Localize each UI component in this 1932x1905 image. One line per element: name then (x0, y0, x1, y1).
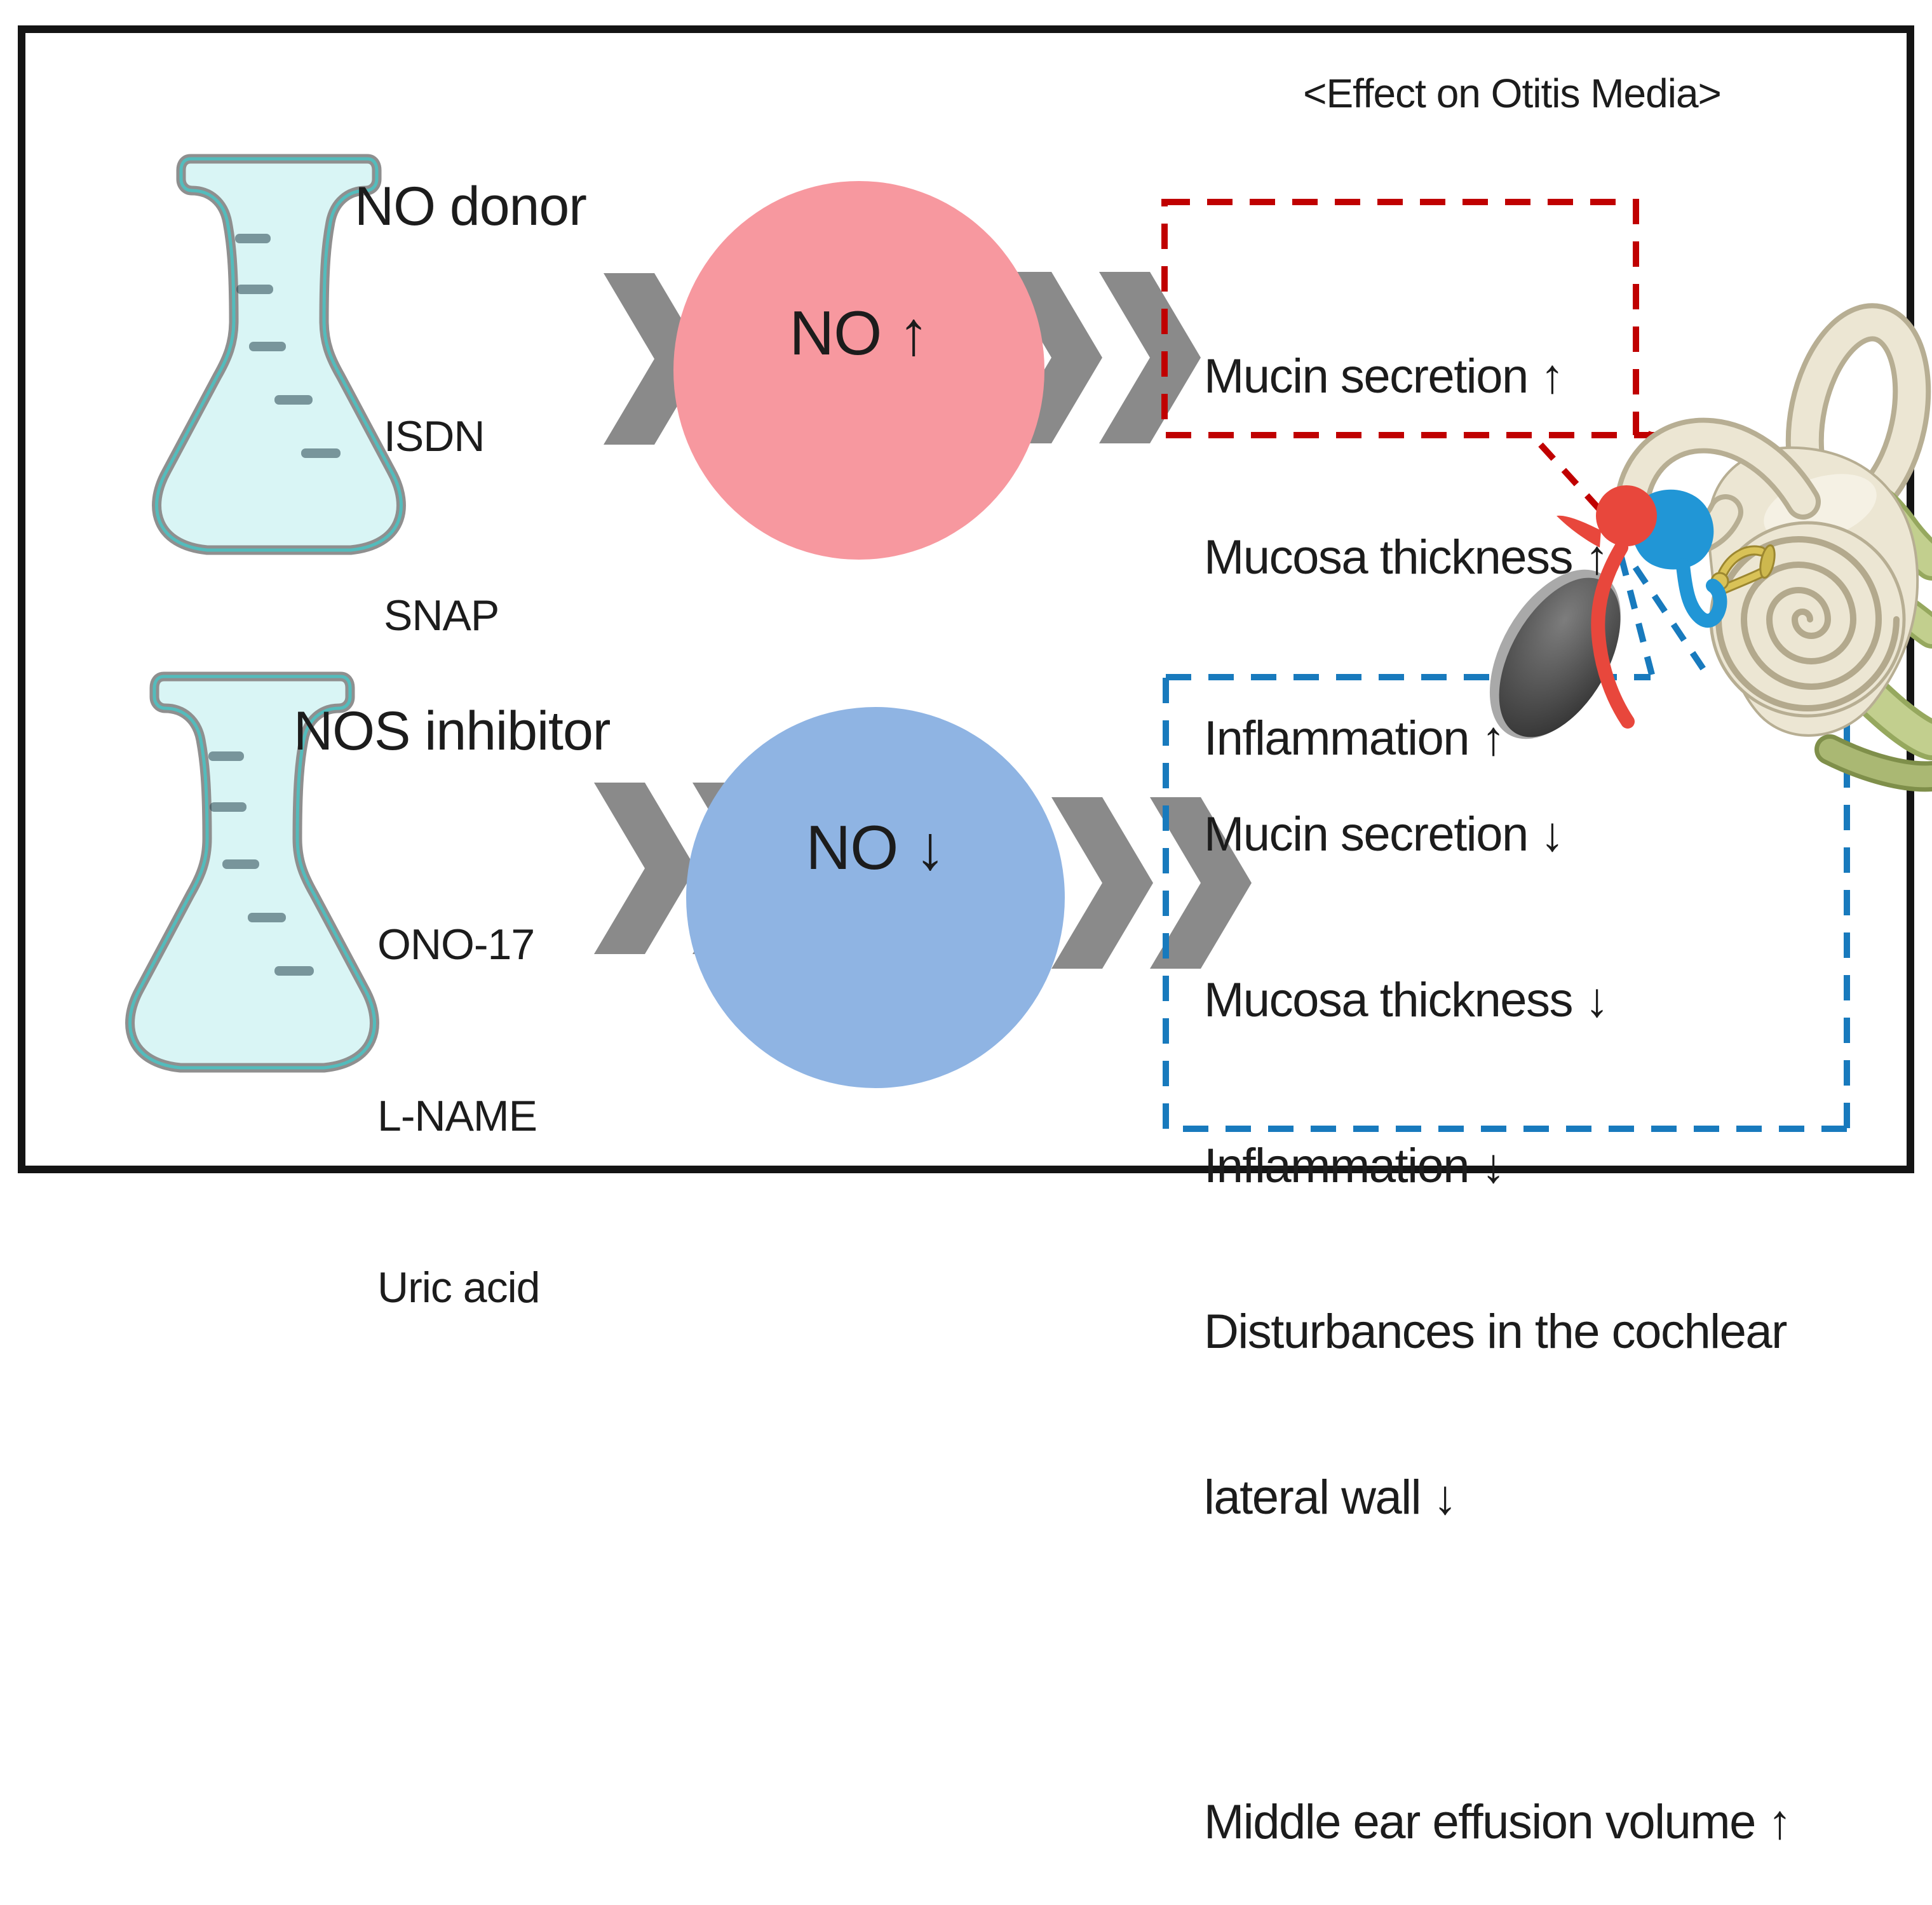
agent-list-top: ISDN SNAP (384, 287, 499, 705)
effects-list-blue: Mucin secretion ↓ Mucosa thickness ↓ Inf… (1204, 696, 1792, 1905)
effect-line: lateral wall ↓ (1204, 1471, 1457, 1525)
effect-line: Inflammation ↓ (1204, 1139, 1506, 1193)
effect-line: Mucin secretion ↓ (1204, 807, 1564, 861)
agent-uric-acid: Uric acid (377, 1263, 540, 1312)
mediator-no-up-label: NO ↑ (789, 298, 929, 368)
agent-list-bottom: ONO-17 L-NAME Uric acid (377, 802, 540, 1373)
effect-line: Mucosa thickness ↑ (1204, 530, 1609, 584)
effect-line: Inflammation ↑ (1204, 711, 1506, 765)
no-donor-label: NO donor (355, 176, 587, 237)
agent-isdn: ISDN (384, 412, 485, 461)
effect-line: Middle ear effusion volume ↑ (1204, 1795, 1792, 1849)
mediator-no-down-label: NO ↓ (806, 812, 945, 882)
effect-line: Mucin secretion ↑ (1204, 349, 1564, 403)
effect-line: Mucosa thickness ↓ (1204, 973, 1609, 1027)
agent-snap: SNAP (384, 591, 499, 640)
nos-inhibitor-label: NOS inhibitor (294, 701, 611, 762)
agent-ono17: ONO-17 (377, 920, 535, 969)
effect-line-blank (1204, 1636, 1791, 1684)
diagram-title: <Effect on Otitis Media> (1303, 71, 1722, 116)
effect-line: Disturbances in the cochlear (1204, 1305, 1787, 1359)
agent-lname: L-NAME (377, 1092, 537, 1140)
